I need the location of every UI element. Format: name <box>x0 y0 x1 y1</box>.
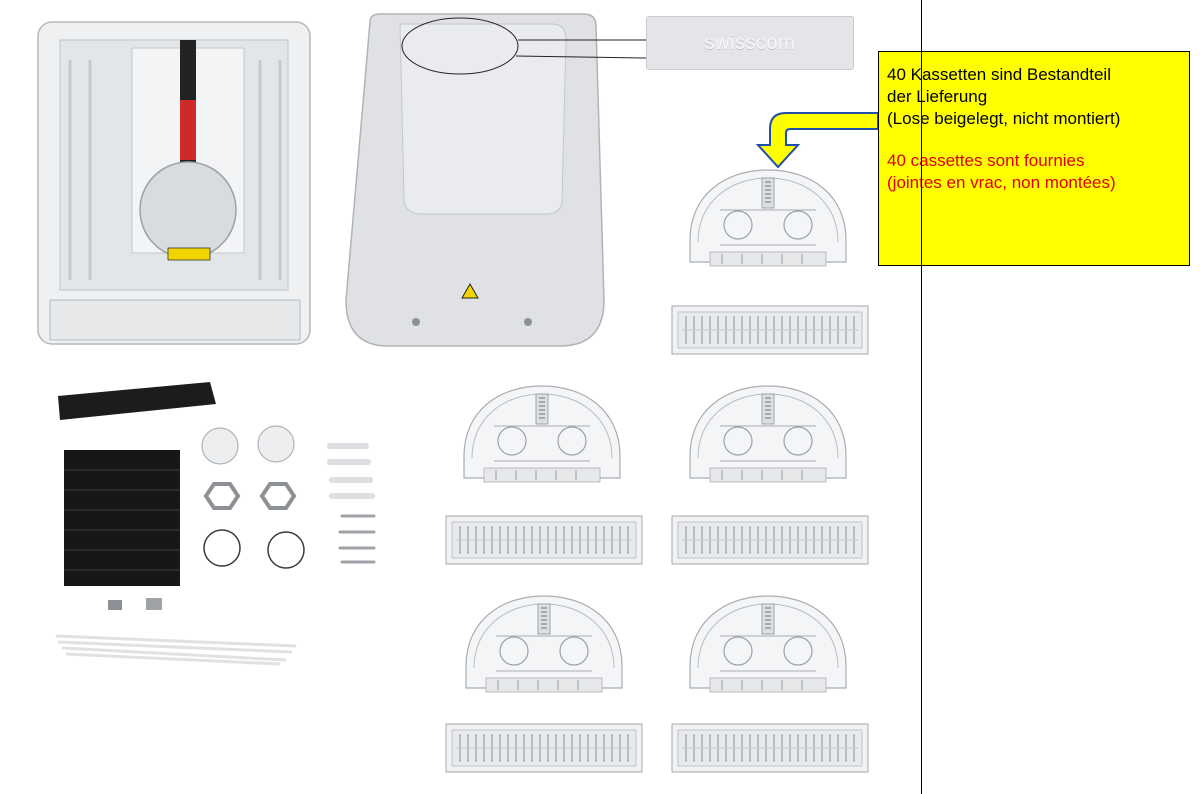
cable-ties <box>55 598 297 666</box>
cassette-note: 40 Kassetten sind Bestandteil der Liefer… <box>878 51 1190 266</box>
dowels-and-screws <box>327 443 376 564</box>
note-de-line3: (Lose beigelegt, nicht montiert) <box>887 109 1121 128</box>
note-de-line2: der Lieferung <box>887 87 988 106</box>
velcro-straps <box>58 382 216 586</box>
note-de-line1: 40 Kassetten sind Bestandteil <box>887 65 1111 84</box>
enclosure-cover <box>345 13 647 347</box>
brand-logo-text: swisscom <box>704 31 796 54</box>
note-spacer <box>887 130 1181 150</box>
note-fr-line2: (jointes en vrac, non montées) <box>887 173 1116 192</box>
enclosure-base <box>37 21 311 345</box>
vertical-divider <box>921 0 922 794</box>
logo-plate: swisscom <box>646 16 854 70</box>
note-fr-line1: 40 cassettes sont fournies <box>887 151 1085 170</box>
product-photo <box>37 13 869 773</box>
callout-arrow-icon <box>755 112 878 169</box>
cable-glands <box>201 425 305 569</box>
